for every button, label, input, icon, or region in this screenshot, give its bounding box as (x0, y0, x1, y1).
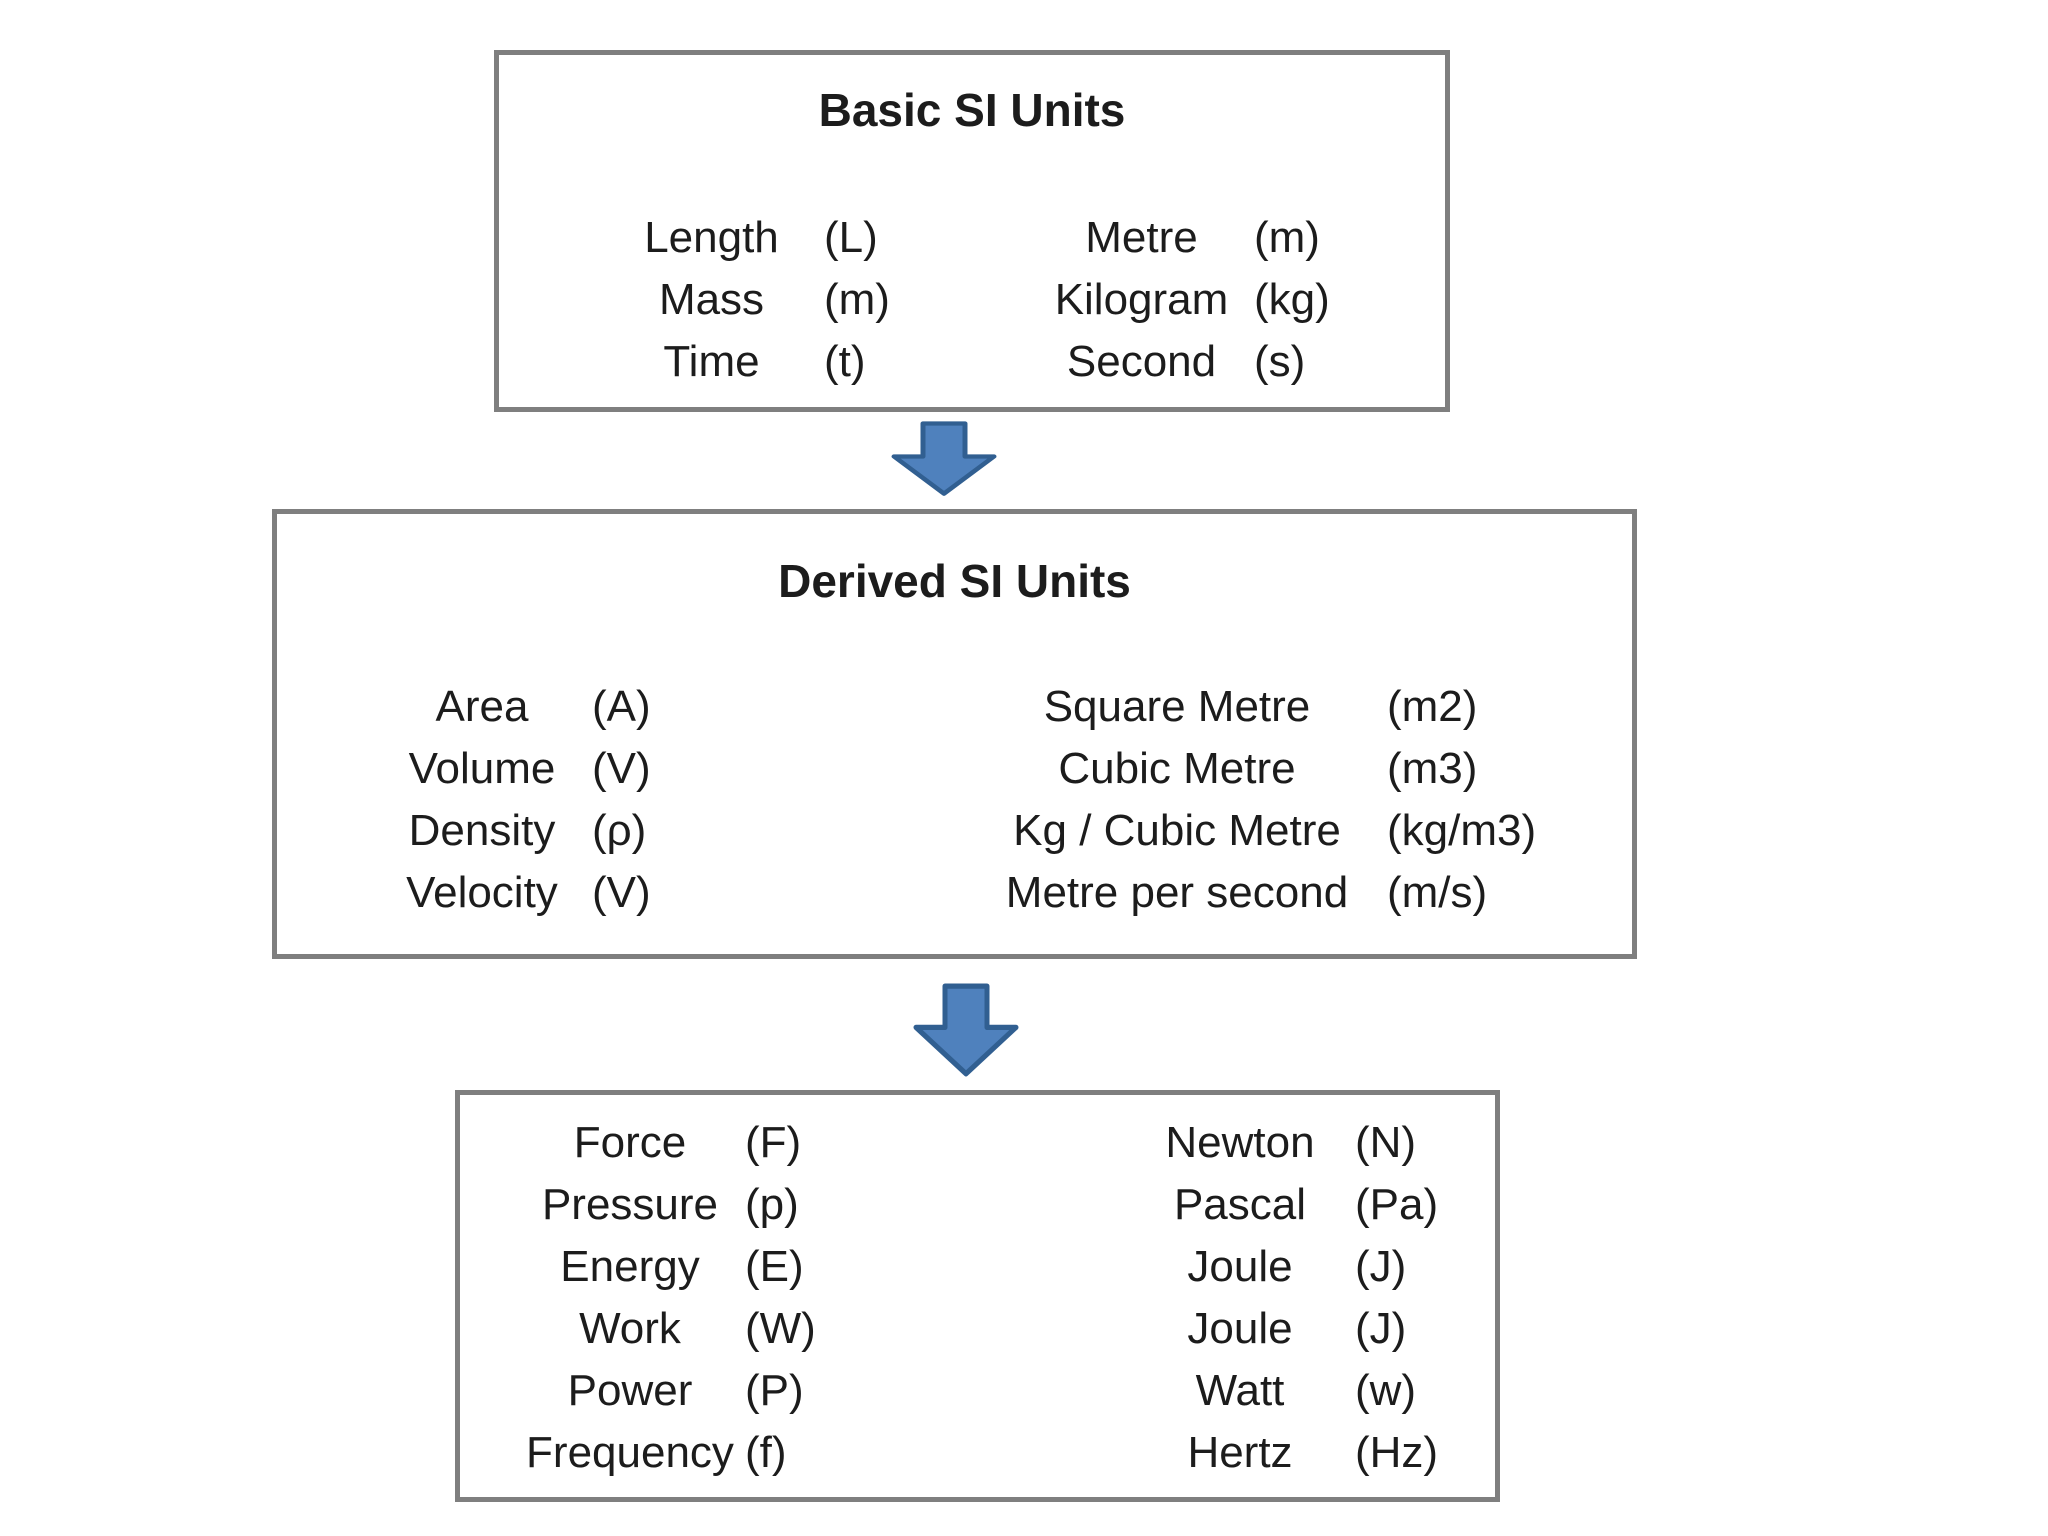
quantity-name: Length (644, 213, 779, 262)
unit-abbreviation: (m) (1254, 213, 1320, 262)
unit-abbreviation: (w) (1355, 1366, 1417, 1415)
quantity-name: Force (573, 1118, 687, 1167)
quantity-name: Time (663, 337, 760, 386)
unit-name: Kilogram (1054, 275, 1229, 324)
unit-abbreviation: (kg) (1254, 275, 1330, 324)
quantity-name: Density (408, 806, 556, 855)
unit-abbreviation: (kg/m3) (1387, 806, 1537, 855)
quantity-symbol: (P) (745, 1366, 804, 1415)
quantity-symbol: (A) (592, 682, 651, 731)
quantity-name: Power (567, 1366, 693, 1415)
quantity-name: Pressure (541, 1180, 719, 1229)
more-derived-box-rows: Force (F) Newton (N) Pressure (p) Pascal… (460, 1112, 1495, 1484)
quantity-symbol: (F) (745, 1118, 802, 1167)
quantity-symbol: (V) (592, 744, 651, 793)
derived-box-title: Derived SI Units (778, 555, 1131, 607)
unit-row: Area (A) Square Metre (m2) (277, 676, 1632, 738)
derived-box-rows: Area (A) Square Metre (m2) Volume (V) Cu… (277, 676, 1632, 924)
unit-name: Second (1066, 337, 1217, 386)
more-derived-units-box: Force (F) Newton (N) Pressure (p) Pascal… (455, 1090, 1500, 1502)
unit-row: Power (P) Watt (w) (460, 1360, 1495, 1422)
unit-abbreviation: (Pa) (1355, 1180, 1439, 1229)
quantity-symbol: (p) (745, 1180, 799, 1229)
unit-row: Mass (m) Kilogram (kg) (499, 269, 1445, 331)
unit-abbreviation: (m/s) (1387, 868, 1488, 917)
unit-name: Newton (1165, 1118, 1315, 1167)
unit-abbreviation: (m2) (1387, 682, 1478, 731)
unit-name: Kg / Cubic Metre (1013, 806, 1341, 855)
unit-row: Velocity (V) Metre per second (m/s) (277, 862, 1632, 924)
unit-name: Hertz (1187, 1428, 1293, 1477)
quantity-name: Volume (408, 744, 556, 793)
unit-row: Work (W) Joule (J) (460, 1298, 1495, 1360)
quantity-name: Frequency (526, 1428, 734, 1477)
derived-si-units-box: Derived SI Units Area (A) Square Metre (… (272, 509, 1637, 959)
unit-name: Metre per second (1005, 868, 1349, 917)
quantity-symbol: (W) (745, 1304, 816, 1353)
basic-si-units-box: Basic SI Units Length (L) Metre (m) Mass… (494, 50, 1450, 412)
quantity-name: Area (435, 682, 529, 731)
unit-abbreviation: (J) (1355, 1304, 1407, 1353)
quantity-name: Velocity (406, 868, 558, 917)
basic-box-rows: Length (L) Metre (m) Mass (m) Kilogram (… (499, 207, 1445, 393)
unit-name: Watt (1195, 1366, 1285, 1415)
unit-name: Joule (1187, 1304, 1293, 1353)
unit-row: Density (ρ) Kg / Cubic Metre (kg/m3) (277, 800, 1632, 862)
unit-name: Pascal (1173, 1180, 1307, 1229)
down-arrow-shape (913, 983, 1019, 1077)
quantity-symbol: (ρ) (592, 806, 647, 855)
quantity-symbol: (m) (824, 275, 890, 324)
unit-row: Volume (V) Cubic Metre (m3) (277, 738, 1632, 800)
quantity-symbol: (V) (592, 868, 651, 917)
quantity-symbol: (f) (745, 1428, 787, 1477)
unit-row: Energy (E) Joule (J) (460, 1236, 1495, 1298)
unit-row: Frequency (f) Hertz (Hz) (460, 1422, 1495, 1484)
down-arrow-icon (913, 983, 1019, 1077)
unit-row: Force (F) Newton (N) (460, 1112, 1495, 1174)
quantity-symbol: (E) (745, 1242, 804, 1291)
unit-abbreviation: (s) (1254, 337, 1306, 386)
quantity-name: Work (579, 1304, 681, 1353)
down-arrow-icon (891, 421, 997, 496)
unit-name: Joule (1187, 1242, 1293, 1291)
unit-abbreviation: (N) (1355, 1118, 1417, 1167)
basic-box-title: Basic SI Units (818, 84, 1126, 136)
unit-row: Time (t) Second (s) (499, 331, 1445, 393)
unit-abbreviation: (J) (1355, 1242, 1407, 1291)
unit-name: Metre (1085, 213, 1198, 262)
quantity-symbol: (t) (824, 337, 866, 386)
unit-row: Length (L) Metre (m) (499, 207, 1445, 269)
unit-abbreviation: (m3) (1387, 744, 1478, 793)
quantity-symbol: (L) (824, 213, 878, 262)
down-arrow-shape (891, 421, 997, 496)
quantity-name: Energy (560, 1242, 700, 1291)
unit-name: Cubic Metre (1058, 744, 1296, 793)
unit-abbreviation: (Hz) (1355, 1428, 1439, 1477)
unit-name: Square Metre (1043, 682, 1311, 731)
quantity-name: Mass (658, 275, 765, 324)
unit-row: Pressure (p) Pascal (Pa) (460, 1174, 1495, 1236)
